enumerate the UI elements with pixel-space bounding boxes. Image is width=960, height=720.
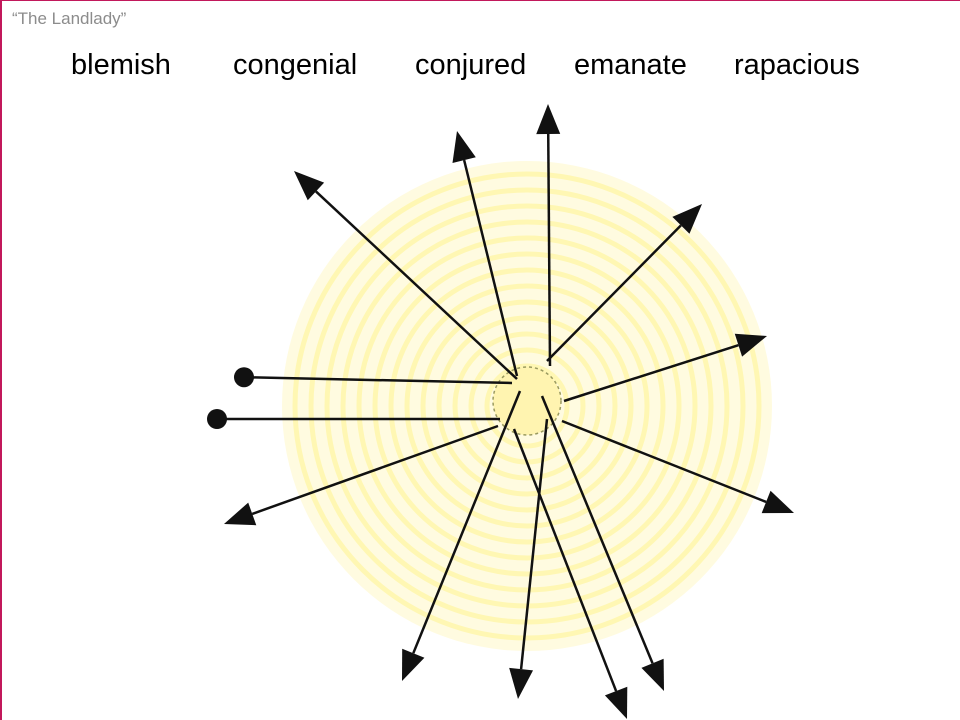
glow-ring: [404, 283, 650, 529]
arrow-head: [604, 686, 628, 719]
glow-ring: [340, 219, 714, 593]
glow-ring: [452, 331, 602, 481]
arrow-head-round: [233, 367, 254, 388]
arrow-head: [224, 502, 257, 526]
slide-title: “The Landlady”: [12, 9, 127, 28]
glow-ring: [292, 171, 762, 641]
arrow-shaft: [462, 159, 519, 377]
glow-circles: [282, 161, 772, 651]
arrow-head: [536, 104, 561, 135]
glow-ring: [356, 235, 698, 577]
arrow-shaft: [561, 419, 767, 504]
arrow-head: [452, 131, 476, 163]
arrow-head: [734, 333, 767, 357]
arrow-shaft: [315, 190, 518, 380]
glow-ring: [388, 267, 666, 545]
vocab-word-blemish: blemish: [71, 49, 171, 81]
arrow-shaft: [251, 424, 499, 516]
arrow-shaft: [412, 390, 522, 654]
glow-core: [492, 366, 562, 436]
arrow-head: [402, 648, 425, 681]
vocab-word-conjured: conjured: [415, 49, 527, 81]
glow-ring: [484, 363, 570, 449]
arrow-head: [641, 658, 664, 691]
vocab-word-rapacious: rapacious: [734, 49, 860, 81]
glow-ring: [372, 251, 682, 561]
arrow-head: [672, 204, 702, 234]
arrow-shaft: [546, 224, 682, 362]
arrow-shaft: [540, 395, 654, 664]
vocab-word-emanate: emanate: [574, 49, 687, 81]
vocabulary-word-list: blemish congenial conjured emanate rapac…: [2, 49, 960, 89]
arrow-shaft: [249, 376, 513, 385]
arrow-shaft: [512, 428, 618, 692]
arrow-shaft: [563, 343, 739, 403]
arrow-head: [761, 490, 794, 514]
arrow-head-round: [207, 409, 227, 429]
arrow-head: [294, 171, 325, 201]
arrow-head: [509, 667, 534, 699]
vocab-word-congenial: congenial: [233, 49, 358, 81]
glow-ring: [420, 299, 634, 513]
arrow-shaft: [546, 133, 552, 367]
arrow-group: [207, 104, 794, 719]
glow-ring: [436, 315, 618, 497]
arrow-shaft: [519, 418, 549, 670]
